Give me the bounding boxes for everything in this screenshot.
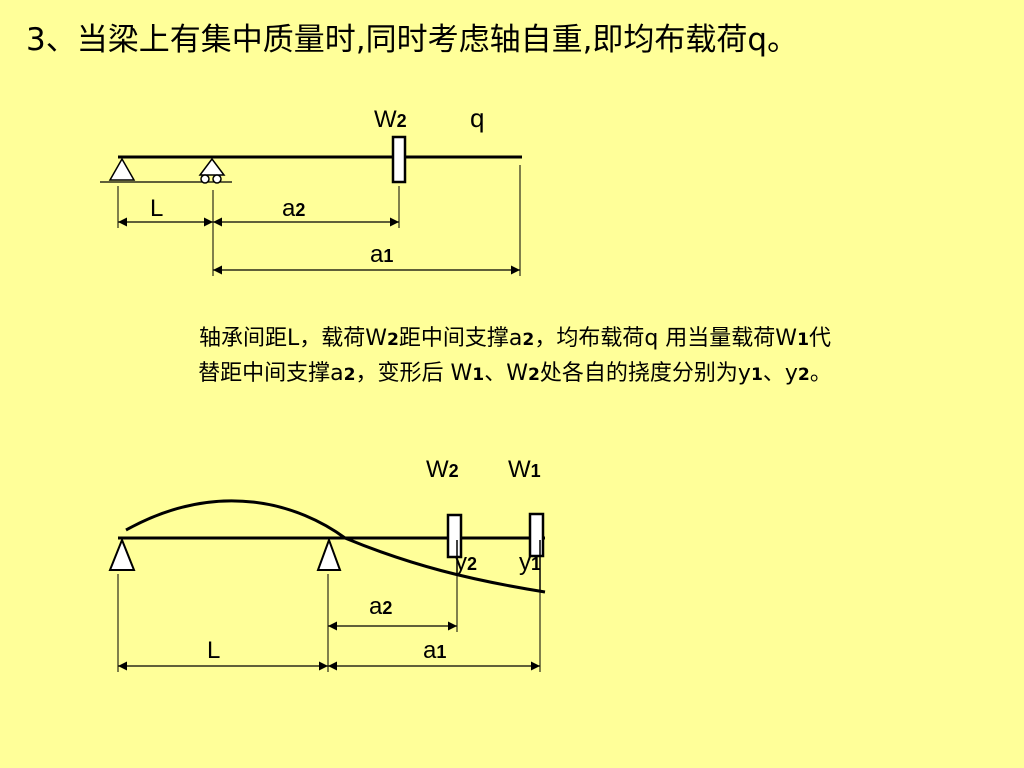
subscript-digit: 1: [797, 330, 809, 350]
text-run: 、y: [762, 361, 798, 386]
diagram-2: W2 W1 y2 y1 a2 L a1: [108, 456, 546, 672]
subscript-digit: 1: [750, 365, 763, 385]
diagram-1: W2 q L a2 a1: [100, 103, 522, 276]
label-w2-1: W2: [374, 106, 407, 133]
label-y1: y1: [519, 549, 541, 576]
text-run: 距中间支撑a: [398, 326, 523, 351]
text-run: 处各自的挠度分别为y: [539, 361, 751, 386]
text-run: ，变形后 W: [355, 361, 473, 386]
text-run: 、W: [484, 361, 528, 386]
label-L-1: L: [150, 195, 163, 222]
mass-w2-1: [391, 135, 407, 184]
label-a1-2: a1: [423, 637, 446, 664]
label-L-2: L: [207, 637, 220, 664]
roller-support-1: [198, 157, 226, 184]
middle-support-2: [316, 537, 342, 571]
text-run: 替距中间支撑a: [198, 361, 344, 386]
left-support-2: [108, 537, 136, 571]
label-w2-2: W2: [426, 456, 459, 483]
deflection-curve: [125, 499, 546, 594]
label-a2-2: a2: [369, 593, 392, 620]
label-a1-1: a1: [370, 241, 393, 268]
description-line-2: 替距中间支撑a2，变形后 W1、W2处各自的挠度分别为y1、y2。: [30, 357, 1000, 392]
subscript-digit: 1: [472, 365, 485, 385]
subscript-digit: 2: [522, 330, 535, 350]
label-w1-2: W1: [508, 456, 541, 483]
text-run: ，均布载荷q 用当量载荷W: [534, 326, 798, 351]
description-line-1: 轴承间距L，载荷W2距中间支撑a2，均布载荷q 用当量载荷W1代: [30, 322, 1000, 357]
left-support-1: [108, 157, 136, 181]
text-run: 轴承间距L，载荷W: [198, 326, 387, 351]
subscript-digit: 2: [527, 365, 540, 385]
subscript-digit: 2: [797, 365, 810, 385]
text-run: 代: [809, 326, 832, 351]
label-a2-1: a2: [282, 195, 305, 222]
label-y2: y2: [455, 549, 477, 576]
description-text: 轴承间距L，载荷W2距中间支撑a2，均布载荷q 用当量载荷W1代 替距中间支撑a…: [30, 322, 1000, 392]
subscript-digit: 2: [343, 365, 356, 385]
mass-w1-2: [528, 512, 545, 558]
text-run: 。: [809, 361, 832, 386]
subscript-digit: 2: [386, 330, 399, 350]
label-q: q: [470, 103, 484, 133]
slide-title: 3、当梁上有集中质量时,同时考虑轴自重,即均布载荷q。: [26, 22, 799, 58]
